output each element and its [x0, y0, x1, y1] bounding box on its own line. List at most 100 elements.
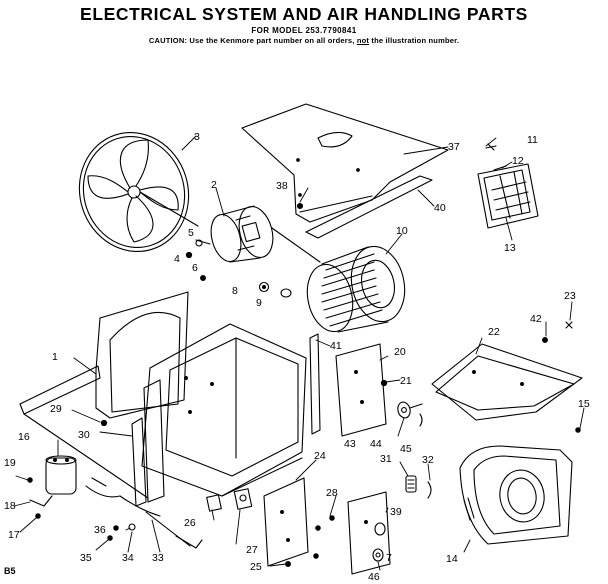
callout-29: 29	[50, 403, 62, 415]
part-23-screw	[565, 321, 573, 329]
callout-13: 13	[504, 242, 516, 254]
callout-6: 6	[192, 262, 198, 274]
caution-emphasis: not	[356, 36, 370, 45]
callout-26: 26	[184, 517, 196, 529]
part-44-shaft	[409, 403, 423, 409]
callout-22: 22	[488, 326, 500, 338]
callout-14: 14	[446, 553, 458, 565]
part-26-switch	[206, 494, 222, 512]
part-22-panel	[431, 343, 583, 421]
part-9-mount	[280, 288, 292, 298]
callout-42: 42	[530, 313, 542, 325]
leader-lines	[13, 135, 585, 571]
part-24-control-panel	[263, 477, 309, 567]
part-10-blower-wheel	[306, 245, 406, 333]
part-7-bushing	[374, 522, 386, 536]
callout-1: 1	[52, 351, 58, 363]
callout-43: 43	[344, 438, 356, 450]
callout-numbers: 3 37 11 12 2 38 40 10 5 13 4 6 8 9 23 42…	[4, 131, 590, 583]
page-code: B5	[4, 566, 16, 576]
part-29-screw	[100, 419, 108, 427]
callout-34: 34	[122, 552, 134, 564]
callout-18: 18	[4, 500, 16, 512]
page-title: ELECTRICAL SYSTEM AND AIR HANDLING PARTS	[80, 4, 528, 24]
part-35-nut	[107, 535, 113, 541]
callout-38: 38	[276, 180, 288, 192]
part-2-motor	[195, 205, 321, 263]
part-28-screws	[313, 515, 335, 559]
callout-21: 21	[400, 375, 412, 387]
part-11-screw	[485, 143, 497, 151]
part-21-screw	[380, 379, 388, 387]
part-13-bracket	[477, 163, 539, 229]
callout-16: 16	[18, 431, 30, 443]
part-42-screw	[542, 337, 548, 343]
callout-7: 7	[386, 552, 392, 564]
part-15-screw	[575, 427, 581, 433]
part-31-clip	[405, 475, 417, 493]
callout-39: 39	[390, 506, 402, 518]
part-6-screw	[200, 275, 206, 281]
callout-9: 9	[256, 297, 262, 309]
callout-32: 32	[422, 454, 434, 466]
callout-5: 5	[188, 227, 194, 239]
callout-35: 35	[80, 552, 92, 564]
callout-10: 10	[396, 225, 408, 237]
caution-lead: CAUTION: Use the Kenmore part number on …	[148, 36, 357, 45]
part-36-terminal	[113, 525, 119, 531]
part-45-spring	[419, 413, 423, 427]
caution-tail: the illustration number.	[369, 36, 460, 45]
part-8-mount	[258, 281, 270, 293]
part-16-capacitor	[45, 455, 77, 495]
callout-36: 36	[94, 524, 106, 536]
part-43-knob	[397, 401, 411, 419]
callout-15: 15	[578, 398, 590, 410]
callout-11: 11	[527, 134, 538, 146]
callout-19: 19	[4, 457, 16, 469]
part-46-nut	[372, 548, 384, 562]
callout-40: 40	[434, 202, 446, 214]
part-39-plate	[347, 491, 391, 575]
part-18-strap	[29, 495, 53, 507]
callout-17: 17	[8, 529, 20, 541]
callout-24: 24	[314, 450, 326, 462]
part-14-scroll-housing	[459, 445, 573, 545]
part-4-nut	[185, 251, 193, 259]
part-19-screw	[27, 477, 33, 483]
callout-2: 2	[211, 179, 217, 191]
callout-31: 31	[380, 453, 392, 465]
callout-45: 45	[400, 443, 412, 455]
callout-25: 25	[250, 561, 262, 573]
callout-3: 3	[194, 131, 200, 143]
callout-30: 30	[78, 429, 90, 441]
part-38-screw	[296, 202, 304, 210]
part-34-terminal	[128, 523, 136, 531]
part-40-rail	[305, 175, 433, 239]
part-41-strip	[309, 333, 321, 435]
part-1-base-pan	[19, 291, 307, 503]
callout-33: 33	[152, 552, 164, 564]
callout-12: 12	[512, 155, 524, 167]
callout-28: 28	[326, 487, 338, 499]
callout-4: 4	[174, 253, 180, 265]
part-32-spring	[427, 481, 432, 499]
part-17-screw	[35, 513, 41, 519]
part-30-panel	[131, 417, 147, 507]
callout-41: 41	[330, 340, 342, 352]
part-5-clip	[195, 239, 203, 247]
callout-23: 23	[564, 290, 576, 302]
model-subtitle: FOR MODEL 253.7790841	[251, 26, 357, 35]
part-3-fan-blade	[78, 131, 199, 253]
callout-44: 44	[370, 438, 382, 450]
callout-46: 46	[368, 571, 380, 583]
part-37-top-cover	[241, 103, 449, 223]
callout-27: 27	[246, 544, 258, 556]
callout-37: 37	[448, 141, 460, 153]
part-33-harness	[85, 477, 203, 549]
caution-note: CAUTION: Use the Kenmore part number on …	[0, 36, 608, 45]
part-20-control-bracket	[335, 343, 387, 437]
part-27-switch	[233, 488, 253, 510]
callout-20: 20	[394, 346, 406, 358]
callout-8: 8	[232, 285, 238, 297]
